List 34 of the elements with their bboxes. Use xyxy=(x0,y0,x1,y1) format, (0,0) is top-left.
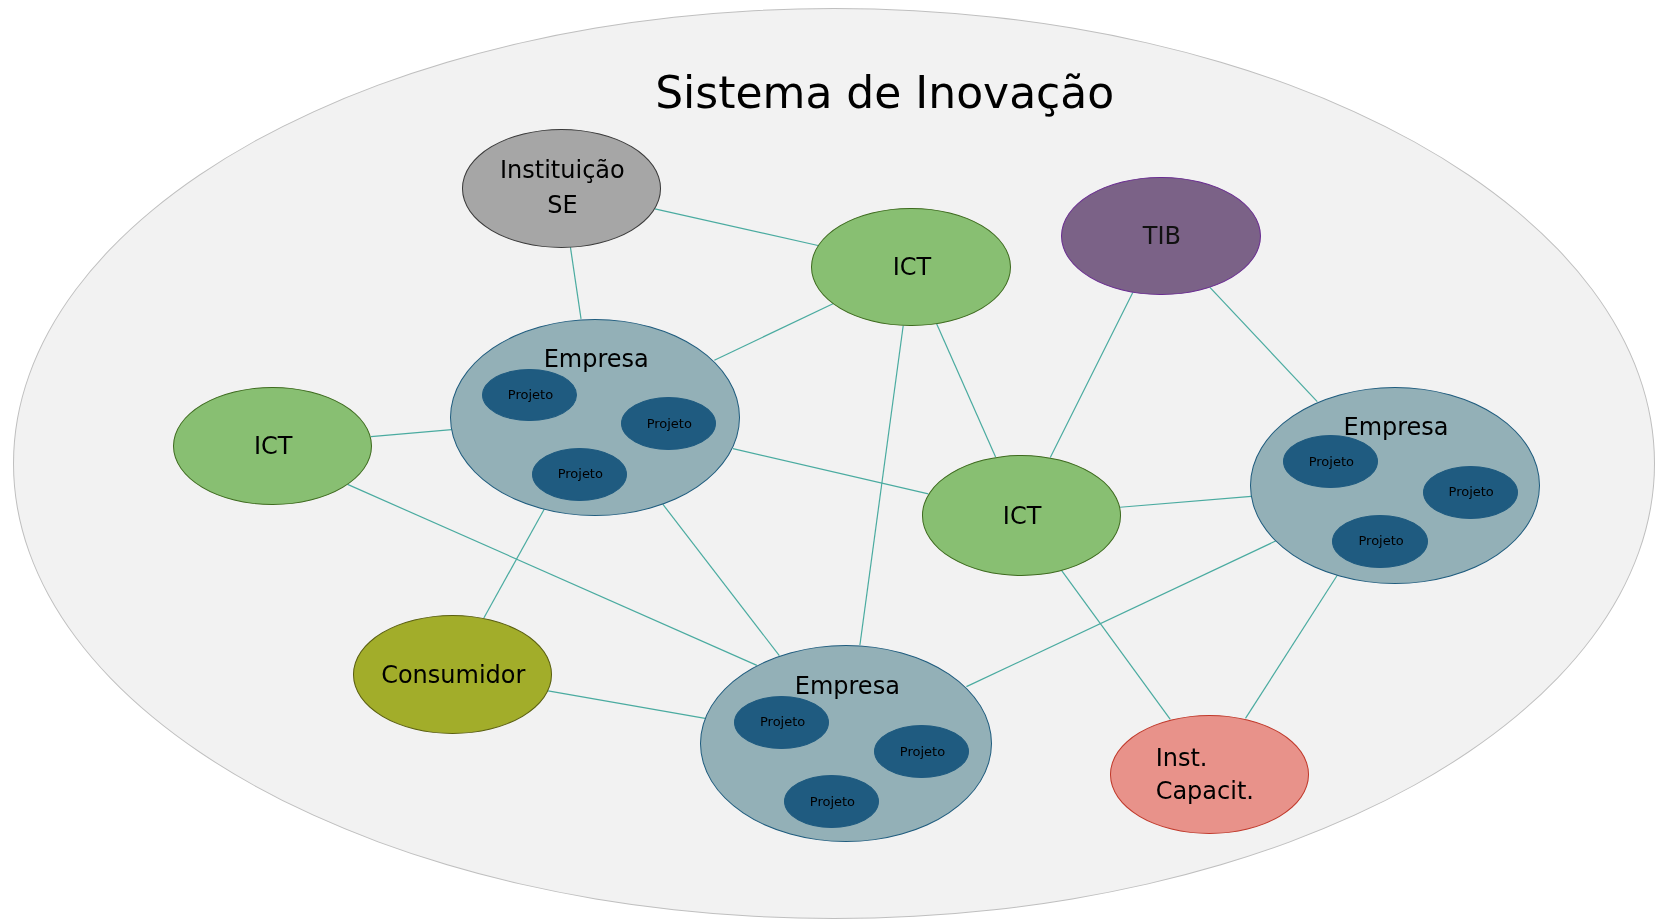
node-label: ICT xyxy=(1001,500,1043,532)
connector-line xyxy=(713,303,834,362)
connector-line xyxy=(1119,496,1252,509)
node-label: ICT xyxy=(891,251,933,283)
node-label: Consumidor xyxy=(380,659,527,691)
connector-line xyxy=(346,484,758,667)
connector-line xyxy=(661,504,780,657)
node-label: TIB xyxy=(1141,220,1183,252)
node-label: Projeto xyxy=(1447,483,1495,501)
node-label: Empresa xyxy=(542,345,650,375)
node-label: Instituição SE xyxy=(498,155,626,222)
node-label: Projeto xyxy=(556,465,604,483)
connector-line xyxy=(1049,292,1134,459)
connector-line xyxy=(569,247,582,320)
node-label: ICT xyxy=(252,430,294,462)
node-label: Projeto xyxy=(506,385,555,404)
node-label: Projeto xyxy=(1307,452,1355,471)
node-label: Projeto xyxy=(898,742,947,761)
node-label: Projeto xyxy=(645,414,693,433)
node-label: Projeto xyxy=(1357,531,1405,550)
connector-line xyxy=(370,429,452,438)
connector-line xyxy=(965,540,1277,688)
node-label: Projeto xyxy=(808,792,857,811)
connector-line xyxy=(1244,574,1338,720)
connector-line xyxy=(859,325,904,647)
node-label: Empresa xyxy=(793,671,901,701)
node-label: Sistema de Inovação xyxy=(654,66,1116,121)
connector-line xyxy=(482,508,545,619)
node-label: Empresa xyxy=(1342,413,1450,442)
connector-line xyxy=(1060,570,1171,721)
connector-line xyxy=(1209,287,1318,403)
node-label: Projeto xyxy=(758,712,807,731)
connector-line xyxy=(732,448,929,495)
node-label: Inst. Capacit. xyxy=(1155,742,1255,807)
